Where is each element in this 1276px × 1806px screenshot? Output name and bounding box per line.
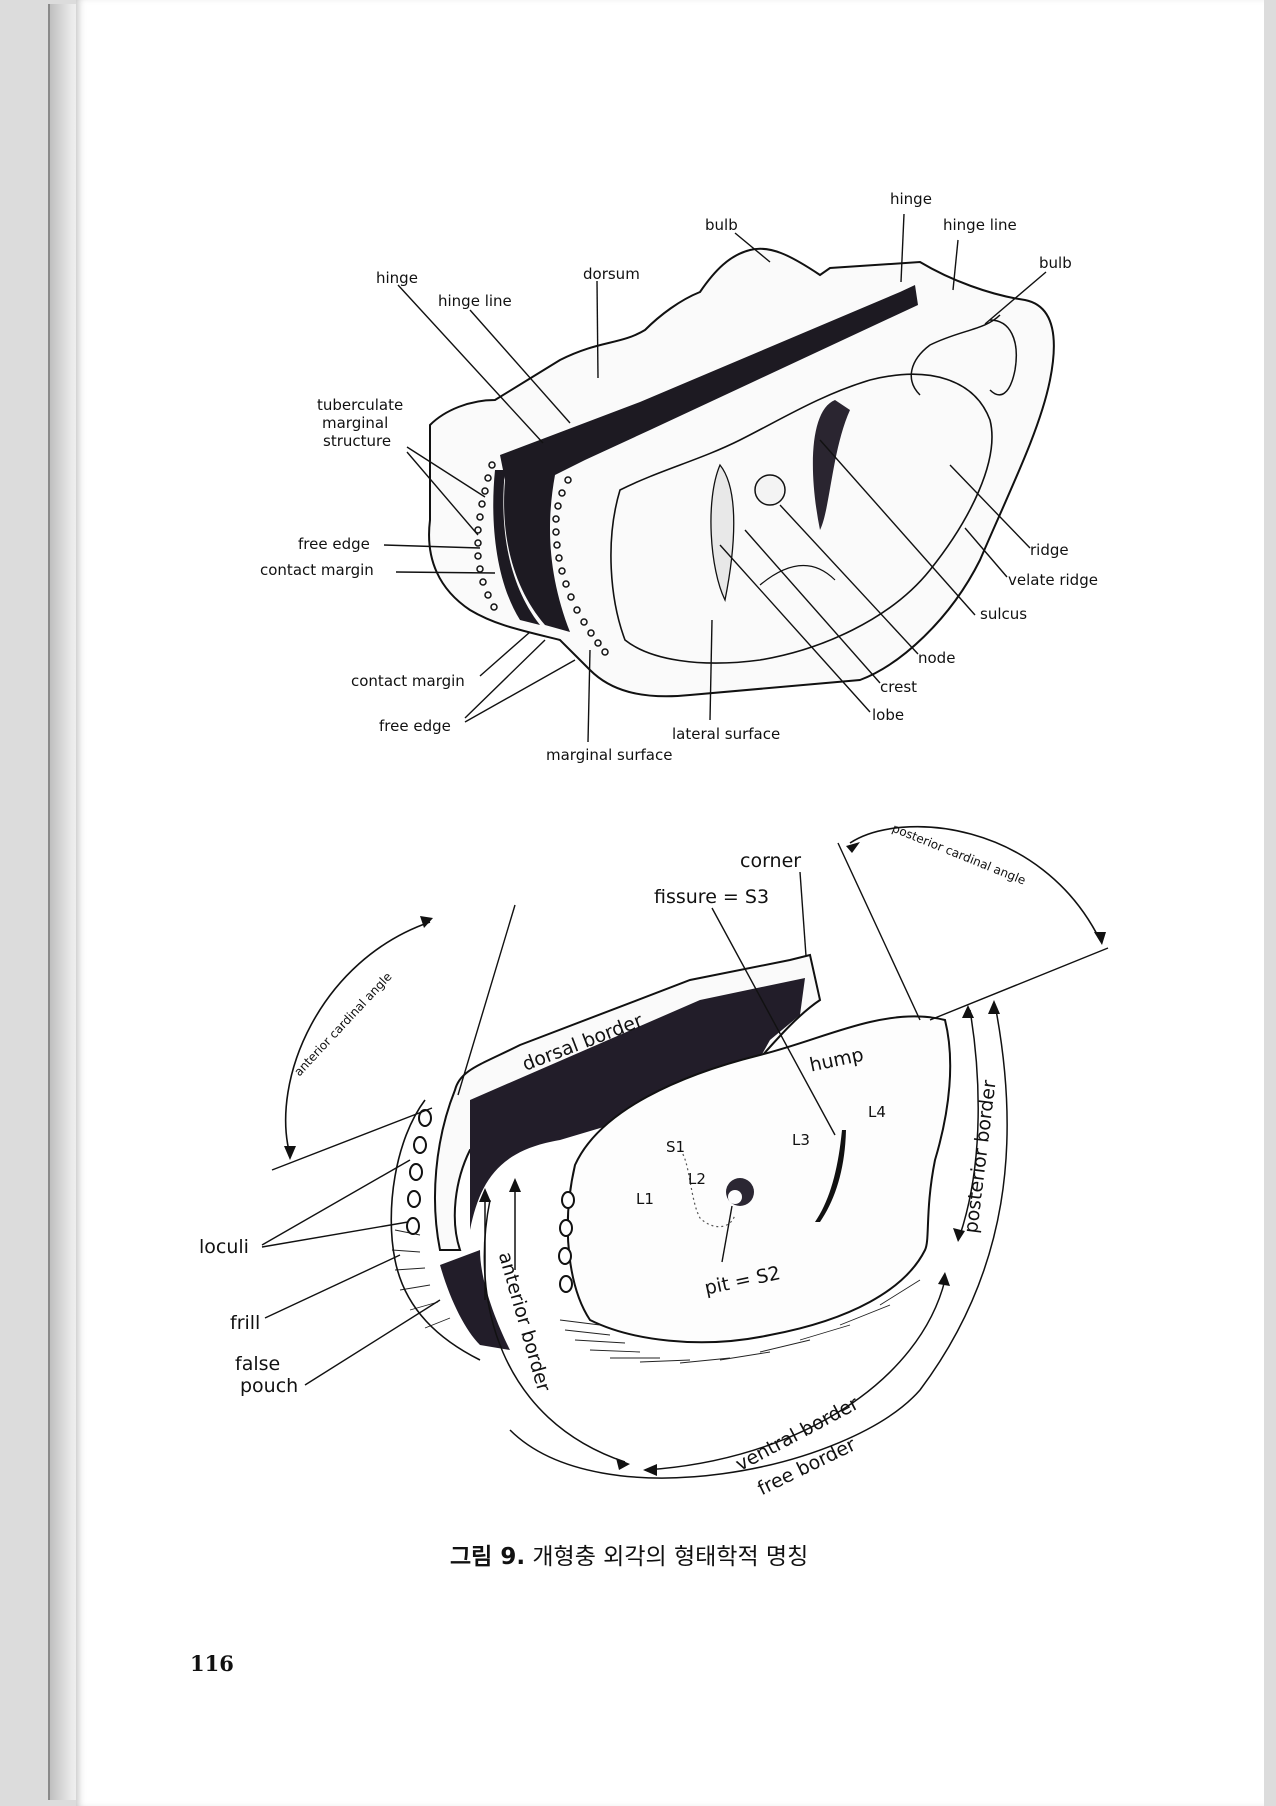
label-free-edge-bottom: free edge	[379, 717, 451, 735]
label-l2: L2	[688, 1170, 706, 1188]
caption-text: 개형충 외각의 형태학적 명칭	[532, 1544, 809, 1570]
book-page	[76, 0, 1264, 1806]
free-border-arc	[509, 1009, 1008, 1479]
label-marginal-surface: marginal surface	[546, 746, 673, 764]
anterior-angle-arc	[284, 921, 431, 1156]
hinge-dark-band	[500, 285, 918, 632]
label-structure: structure	[323, 432, 392, 450]
velate-ridge-arc	[910, 314, 1001, 396]
sulcus-shape	[812, 400, 850, 530]
label-hinge-right: hinge	[890, 190, 932, 208]
caption-number: 그림 9.	[450, 1544, 526, 1570]
label-velate-ridge: velate ridge	[1008, 571, 1098, 589]
label-s1: S1	[666, 1138, 686, 1156]
label-ridge: ridge	[1030, 541, 1069, 559]
leader-lines-bottom	[261, 871, 836, 1386]
lobe-shape	[710, 463, 735, 602]
label-frill: frill	[230, 1312, 261, 1334]
label-false-pouch-line1: false	[235, 1353, 281, 1375]
label-hinge-line-right: hinge line	[943, 216, 1017, 234]
frill-hatching	[391, 1229, 921, 1364]
label-l1: L1	[636, 1190, 654, 1208]
label-contact-margin-left: contact margin	[260, 561, 374, 579]
label-lateral-surface: lateral surface	[672, 725, 781, 743]
label-bulb-right: bulb	[1039, 254, 1072, 272]
dark-lower-left	[440, 1250, 510, 1350]
ventral-border-arc	[644, 1279, 946, 1471]
posterior-border-arrow	[959, 1009, 979, 1236]
posterior-angle-arc	[849, 825, 1101, 941]
label-tuberculate: tuberculate	[317, 396, 404, 414]
label-lobe: lobe	[872, 706, 905, 724]
book-spine	[48, 4, 80, 1800]
label-contact-margin-bottom: contact margin	[351, 672, 465, 690]
label-hinge-line-left: hinge line	[438, 292, 512, 310]
label-l3: L3	[792, 1131, 810, 1149]
label-false-pouch-line2: pouch	[240, 1375, 299, 1397]
page-number: 116	[190, 1651, 234, 1676]
lateral-surface-outline	[610, 373, 993, 664]
label-free-edge-left: free edge	[298, 535, 370, 553]
dark-inner-left	[493, 470, 540, 625]
label-loculi: loculi	[199, 1236, 249, 1258]
leader-lines-top	[383, 213, 1047, 743]
label-node: node	[918, 649, 956, 667]
label-hinge-left: hinge	[376, 269, 418, 287]
label-dorsum: dorsum	[583, 265, 640, 283]
figure-caption: 그림 9. 개형충 외각의 형태학적 명칭	[450, 1537, 808, 1571]
label-crest: crest	[880, 678, 918, 696]
label-l4: L4	[868, 1103, 886, 1121]
valve-body	[566, 1015, 952, 1344]
node-shape	[754, 474, 786, 506]
label-bulb-top: bulb	[705, 216, 738, 234]
angle-construction-lines	[271, 842, 1109, 1171]
bulb-right-shape	[989, 319, 1017, 396]
label-sulcus: sulcus	[980, 605, 1028, 623]
frill-outline	[390, 1099, 481, 1361]
label-marginal: marginal	[322, 414, 389, 432]
label-fissure: fissure = S3	[654, 886, 770, 908]
sulcus-curve	[759, 565, 836, 586]
tuberculate-dots	[474, 461, 609, 656]
loculi-cells	[406, 1109, 575, 1293]
s1-shape	[679, 1149, 736, 1228]
fissure-groove	[815, 1130, 846, 1222]
carapace-outline-top	[428, 247, 1055, 698]
label-corner: corner	[740, 850, 802, 872]
